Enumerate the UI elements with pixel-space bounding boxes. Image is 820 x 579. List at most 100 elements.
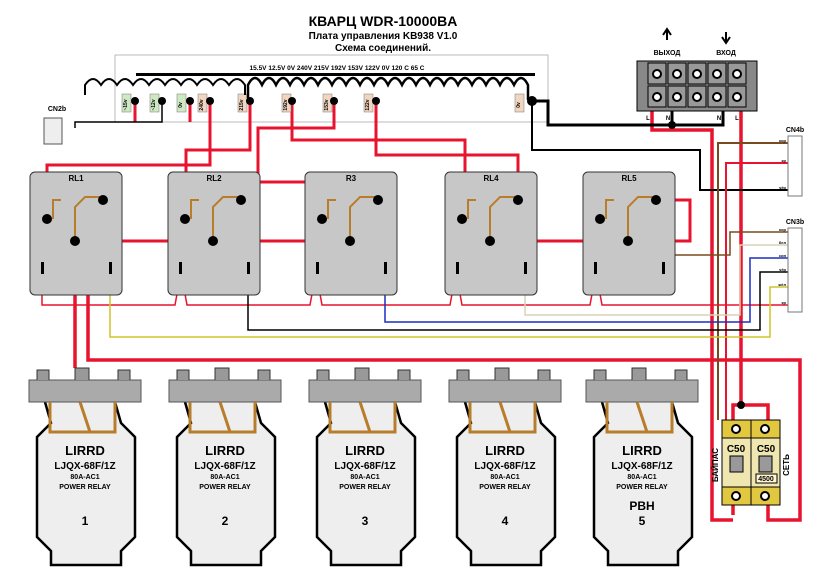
tap-label: 0v [516,102,522,108]
relay-type: POWER RELAY [339,484,391,491]
relay-contact [52,196,103,241]
transformer-winding-main [246,76,530,100]
breaker-screw-icon [760,424,770,434]
wire [739,110,770,420]
control-relay-r3: R3 [304,171,398,296]
wire [650,110,733,522]
tap-label: 153v [324,99,330,110]
terminal-screw-icon [712,92,722,102]
terminal-screw-icon [692,69,702,79]
power-relay-contact [328,401,397,434]
relay-extra-label: РВН [629,499,654,513]
wire [717,142,790,420]
power-relay-top [168,379,282,403]
coil-pin [662,262,665,274]
junction-dot [246,97,254,105]
cn3b-pin-label: син [779,253,787,258]
wire [524,244,790,316]
diagram-subtitle: Плата управления KB938 V1.0 [309,31,458,42]
wire [109,270,790,338]
tap-label: 192v [283,99,289,110]
diagram-title: КВАРЦ WDR-10000BA [309,13,458,29]
terminal-pin-label: L [735,116,739,122]
capacity-box [755,473,778,484]
power-relay-terminals [176,367,271,380]
junction-dot [180,214,190,224]
relay-rating: 80A-AC1 [350,474,379,481]
tap-label-box [121,93,132,113]
relay-model: LJQX-68F/1Z [194,461,255,472]
relay-label: RL4 [483,174,499,183]
junction-dot [485,236,495,246]
terminal-pin-label: L [646,116,650,122]
relay-type: POWER RELAY [479,484,531,491]
coil-pin [456,262,459,274]
relay-label: R3 [346,174,357,183]
tap-label-box [176,93,187,113]
junction-dot [513,195,523,205]
cn3b-connector [787,227,803,313]
cn3b-pin-label: чёр [779,267,787,272]
bypass-toggle [729,455,744,473]
coil-pin [316,262,319,274]
power-relay-body [175,393,277,567]
mains-rating: C50 [757,444,776,455]
junction-dot [345,236,355,246]
junction-dot [457,214,467,224]
junction-dot [158,97,166,105]
tap-label: ~12v [151,99,157,110]
terminal-pin-label: N [666,116,670,122]
wire [532,99,674,127]
input-label: ВХОД [716,50,736,57]
junction-dot [186,97,194,105]
coil-pin [109,262,112,274]
coil-pin [41,262,44,274]
breaker-screw-icon [731,491,741,501]
bypass-label: БАЙПАС [711,448,720,482]
wire [41,270,790,306]
relay-model: LJQX-68F/1Z [54,461,115,472]
relay-number: 2 [222,514,229,528]
terminal-screw-icon [692,92,702,102]
terminal-screw-icon [652,69,662,79]
transformer-core [136,73,535,76]
output-label: ВЫХОД [654,50,681,57]
relay-model: LJQX-68F/1Z [611,461,672,472]
wire [247,270,790,331]
junction-dot [651,195,661,205]
cn4b-pin-label: чёр [779,185,787,190]
relay-brand: LIRRD [65,443,105,458]
relay-rating: 80A-AC1 [627,474,656,481]
coil-pin [524,262,527,274]
junction-dot [737,401,745,409]
junction-dot [330,97,338,105]
arrow-icon [662,27,731,45]
relay-contact [605,196,656,241]
relay-number: 1 [82,514,89,528]
tap-label: ~15v [123,99,129,110]
control-relay-rl5: RL5 [582,171,676,296]
power-relay-terminals [456,367,551,380]
cn3b-pin-label: кор [779,227,786,232]
power-relay-contact [48,401,117,434]
junction-dot [668,121,676,129]
relay-label: RL2 [206,174,222,183]
power-relay-body [35,393,137,567]
power-relay-terminals [593,367,688,380]
terminal-screw-icon [672,92,682,102]
bypass-rating: C50 [727,444,746,455]
junction-dot [623,236,633,246]
relay-brand: LIRRD [205,443,245,458]
junction-dot [595,214,605,224]
mains-label: СЕТЬ [782,454,791,476]
power-relay-top [28,379,142,403]
tap-label-box [514,93,525,113]
terminal-screw-icon [712,69,722,79]
cn4b-connector [787,135,803,197]
relay-rating: 80A-AC1 [210,474,239,481]
transformer-winding-low [84,78,246,95]
power-relay-top [585,379,699,403]
